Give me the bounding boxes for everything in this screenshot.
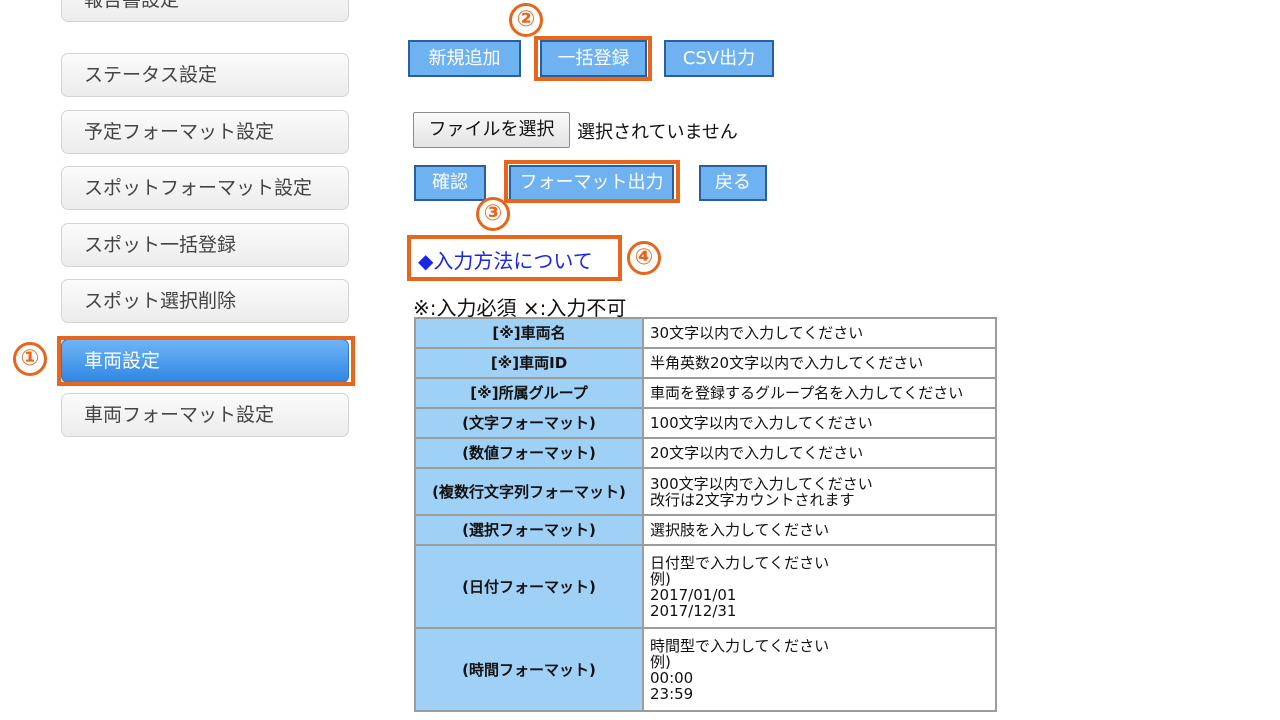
- field-description: 選択肢を入力してください: [642, 514, 997, 546]
- bulk-register-button[interactable]: 一括登録: [540, 40, 647, 77]
- table-row: (数値フォーマット) 20文字以内で入力してください: [414, 437, 997, 469]
- sidebar-item-label: 予定フォーマット設定: [84, 121, 275, 143]
- sidebar-item-status-settings[interactable]: ステータス設定: [61, 53, 349, 97]
- format-export-button[interactable]: フォーマット出力: [509, 165, 674, 201]
- back-button[interactable]: 戻る: [699, 165, 767, 201]
- confirm-button[interactable]: 確認: [414, 165, 486, 201]
- field-header: (時間フォーマット): [414, 627, 644, 712]
- sidebar-item-schedule-format-settings[interactable]: 予定フォーマット設定: [61, 110, 349, 154]
- callout-number-1: ①: [13, 342, 47, 376]
- sidebar-item-label: スポット一括登録: [84, 234, 237, 256]
- input-method-help-link[interactable]: ◆入力方法について: [418, 249, 593, 273]
- field-header: [※]所属グループ: [414, 377, 644, 409]
- field-description: 100文字以内で入力してください: [642, 407, 997, 439]
- required-legend: ※:入力必須 ×:入力不可: [413, 296, 627, 320]
- field-header: (選択フォーマット): [414, 514, 644, 546]
- csv-export-button[interactable]: CSV出力: [664, 40, 774, 77]
- table-row: (文字フォーマット) 100文字以内で入力してください: [414, 407, 997, 439]
- field-description: 時間型で入力してください 例) 00:00 23:59: [642, 627, 997, 712]
- table-row: [※]車両ID 半角英数20文字以内で入力してください: [414, 347, 997, 379]
- table-row: [※]所属グループ 車両を登録するグループ名を入力してください: [414, 377, 997, 409]
- field-header: [※]車両ID: [414, 347, 644, 379]
- input-spec-table: [※]車両名 30文字以内で入力してください [※]車両ID 半角英数20文字以…: [414, 317, 997, 720]
- sidebar-item-label: 車両設定: [84, 350, 161, 372]
- sidebar-item-label: 報告書設定: [84, 0, 180, 11]
- field-header: (文字フォーマット): [414, 407, 644, 439]
- field-description: 20文字以内で入力してください: [642, 437, 997, 469]
- field-header: (数値フォーマット): [414, 437, 644, 469]
- table-row: (日付フォーマット) 日付型で入力してください 例) 2017/01/01 20…: [414, 544, 997, 629]
- field-header: (日付フォーマット): [414, 544, 644, 629]
- field-description: 30文字以内で入力してください: [642, 317, 997, 349]
- sidebar-item-spot-bulk-register[interactable]: スポット一括登録: [61, 223, 349, 267]
- field-description: 半角英数20文字以内で入力してください: [642, 347, 997, 379]
- callout-number-3: ③: [476, 197, 510, 231]
- file-status-text: 選択されていません: [577, 122, 738, 143]
- sidebar-item-label: 車両フォーマット設定: [84, 404, 275, 426]
- callout-number-4: ④: [627, 241, 661, 275]
- callout-number-2: ②: [509, 3, 543, 37]
- sidebar-item-report-settings[interactable]: 報告書設定: [61, 0, 349, 22]
- sidebar-item-label: スポットフォーマット設定: [84, 177, 313, 199]
- sidebar-item-vehicle-format-settings[interactable]: 車両フォーマット設定: [61, 393, 349, 437]
- file-select-button[interactable]: ファイルを選択: [413, 112, 570, 148]
- sidebar-item-spot-format-settings[interactable]: スポットフォーマット設定: [61, 166, 349, 210]
- table-row: (選択フォーマット) 選択肢を入力してください: [414, 514, 997, 546]
- field-header: [※]車両名: [414, 317, 644, 349]
- sidebar-item-label: ステータス設定: [84, 64, 218, 86]
- field-description: 日付型で入力してください 例) 2017/01/01 2017/12/31: [642, 544, 997, 629]
- sidebar-item-label: スポット選択削除: [84, 290, 237, 312]
- sidebar-item-spot-select-delete[interactable]: スポット選択削除: [61, 279, 349, 323]
- field-description: 車両を登録するグループ名を入力してください: [642, 377, 997, 409]
- table-row: (時間フォーマット) 時間型で入力してください 例) 00:00 23:59: [414, 627, 997, 712]
- sidebar-item-vehicle-settings[interactable]: 車両設定: [61, 339, 349, 383]
- table-row: (複数行文字列フォーマット) 300文字以内で入力してください 改行は2文字カウ…: [414, 467, 997, 516]
- table-row: [※]車両名 30文字以内で入力してください: [414, 317, 997, 349]
- field-header: (複数行文字列フォーマット): [414, 467, 644, 516]
- field-description: 300文字以内で入力してください 改行は2文字カウントされます: [642, 467, 997, 516]
- new-add-button[interactable]: 新規追加: [408, 40, 521, 77]
